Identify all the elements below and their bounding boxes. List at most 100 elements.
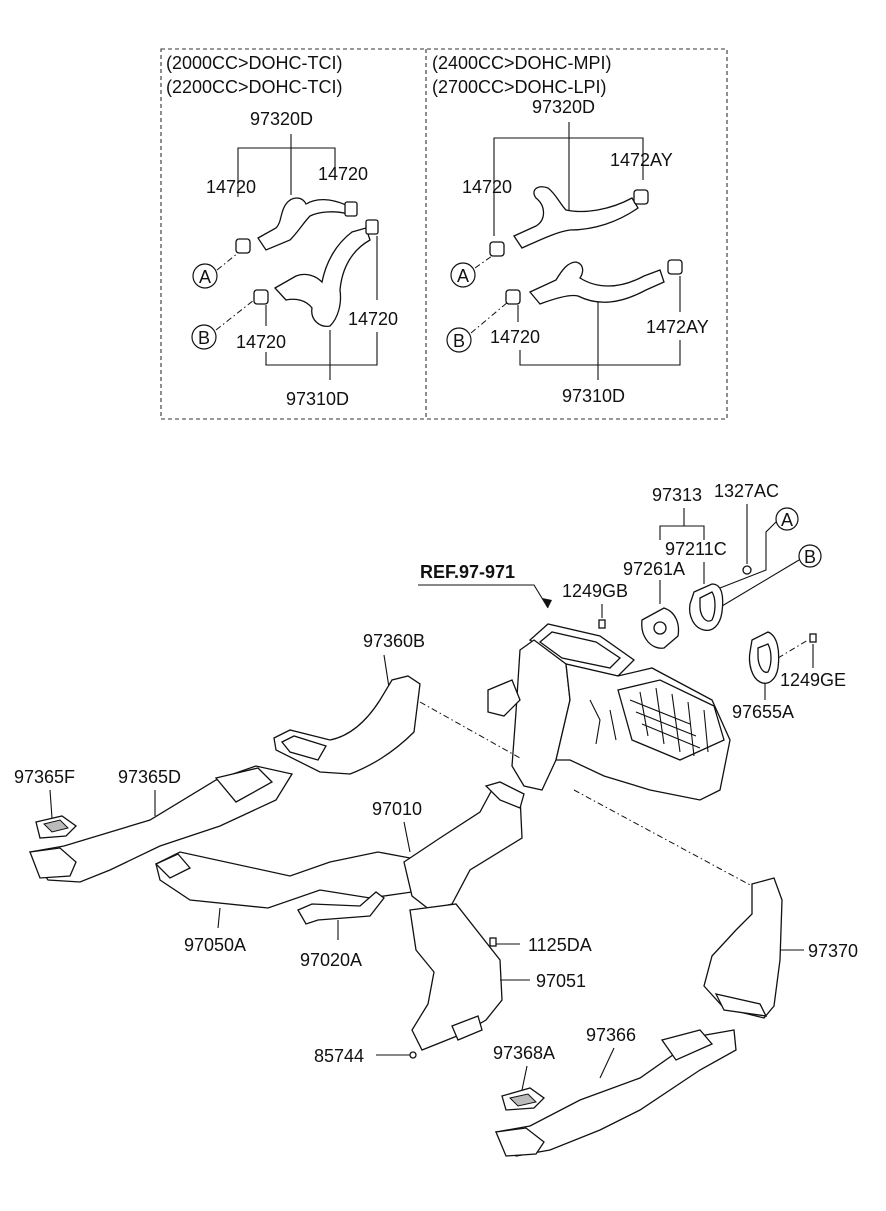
grille-97368a-fins xyxy=(509,1093,537,1107)
left-lower-hose xyxy=(273,227,371,327)
main-connector-b-label: B xyxy=(804,547,816,567)
right-lower-hose-bracket xyxy=(519,340,681,366)
right-clamp-a xyxy=(489,241,505,257)
grommet-97655a-inner xyxy=(757,643,772,673)
label-97366: 97366 xyxy=(586,1025,636,1045)
duct-97365d-connector xyxy=(214,767,274,803)
label-97010: 97010 xyxy=(372,799,422,819)
left-lower-right-clamp xyxy=(365,219,379,235)
label-97360b: 97360B xyxy=(363,631,425,651)
duct-97360b-outlet xyxy=(280,735,327,761)
right-clamp-b xyxy=(505,289,521,305)
centerline-right xyxy=(573,789,753,887)
label-97211c: 97211C xyxy=(665,539,727,559)
right-lower-hose xyxy=(528,261,665,305)
left-connector-b-label: B xyxy=(198,328,210,348)
right-lower-right-clamp xyxy=(667,259,683,275)
left-panel: (2000CC>DOHC-TCI) (2200CC>DOHC-TCI) 9732… xyxy=(166,53,398,409)
left-connector-a-label: A xyxy=(199,267,211,287)
main-connector-b-circle xyxy=(798,544,822,568)
hvac-module xyxy=(487,623,731,801)
duct-97010-top xyxy=(484,781,525,809)
right-connector-a-leader xyxy=(474,255,493,269)
screw-1249ge xyxy=(809,633,817,643)
label-1125da: 1125DA xyxy=(528,935,592,955)
clip-85744 xyxy=(409,1051,417,1059)
left-clamp-b-label: 14720 xyxy=(236,332,286,352)
leader-97368a xyxy=(521,1065,528,1091)
right-connector-b-circle xyxy=(446,327,472,353)
main-connector-a-label: A xyxy=(781,510,793,530)
left-clamp-b xyxy=(253,289,269,305)
left-connector-b-leader xyxy=(215,299,255,331)
hvac-heater-core-box xyxy=(617,679,725,761)
duct-97366-outlet xyxy=(495,1127,545,1157)
label-97051: 97051 xyxy=(536,971,586,991)
leader-97010 xyxy=(403,821,411,853)
left-upper-clamp xyxy=(344,201,358,217)
left-connector-a-leader xyxy=(216,252,239,271)
duct-97051-outlet xyxy=(451,1015,483,1041)
label-97261a: 97261A xyxy=(623,559,685,579)
right-clamp-lower-right-label: 1472AY xyxy=(646,317,709,337)
right-header-line2: (2700CC>DOHC-LPI) xyxy=(432,77,607,97)
duct-97370 xyxy=(703,877,783,1019)
duct-97365d xyxy=(28,765,294,883)
right-connector-b-label: B xyxy=(453,331,465,351)
left-upper-hose-bracket xyxy=(237,147,336,197)
main-connector-a-circle xyxy=(775,507,799,531)
label-85744: 85744 xyxy=(314,1046,364,1066)
right-header-line1: (2400CC>DOHC-MPI) xyxy=(432,53,612,73)
right-clamp-b-label: 14720 xyxy=(490,327,540,347)
left-clamp-a-label: 14720 xyxy=(206,177,256,197)
label-97368a: 97368A xyxy=(493,1043,555,1063)
duct-97365d-outlet xyxy=(29,847,77,879)
duct-97360b xyxy=(273,675,421,775)
main-connector-b-leader xyxy=(721,559,800,607)
duct-97010 xyxy=(403,785,523,911)
left-header-line1: (2000CC>DOHC-TCI) xyxy=(166,53,343,73)
hvac-duct-body xyxy=(511,639,571,791)
right-connector-a-circle xyxy=(450,262,476,288)
label-97313: 97313 xyxy=(652,485,702,505)
hvac-housing-detail xyxy=(589,699,617,745)
right-clamp-upper-right-label: 1472AY xyxy=(610,150,673,170)
main-assembly: REF.97-971 97313 1327AC 97211C 97261A A … xyxy=(14,481,858,1157)
right-panel: (2400CC>DOHC-MPI) (2700CC>DOHC-LPI) 9732… xyxy=(432,53,709,406)
label-97050a: 97050A xyxy=(184,935,246,955)
left-upper-hose-label: 97320D xyxy=(250,109,313,129)
left-upper-hose xyxy=(257,197,349,251)
right-upper-hose-label: 97320D xyxy=(532,97,595,117)
main-connector-a-leader xyxy=(719,521,777,589)
duct-97366-connector xyxy=(660,1029,714,1061)
leader-97365f xyxy=(49,789,53,819)
bracket-97313 xyxy=(659,525,705,540)
left-lower-hose-label: 97310D xyxy=(286,389,349,409)
duct-97050a-outlet xyxy=(154,853,192,879)
label-97655a: 97655A xyxy=(732,702,794,722)
ref-arrowhead xyxy=(542,598,552,608)
label-1327ac: 1327AC xyxy=(714,481,779,501)
screw-1249gb xyxy=(598,619,606,629)
duct-97366 xyxy=(494,1029,737,1157)
duct-97020a xyxy=(297,891,385,925)
seal-97261a-hole xyxy=(653,621,667,635)
left-connector-a-circle xyxy=(192,263,218,289)
label-97365f: 97365F xyxy=(14,767,75,787)
leader-97366 xyxy=(599,1047,615,1079)
label-1249ge: 1249GE xyxy=(780,670,846,690)
label-1249gb: 1249GB xyxy=(562,581,628,601)
hvac-drain-pipe xyxy=(487,679,521,717)
right-upper-clamp xyxy=(633,189,649,205)
label-97365d: 97365D xyxy=(118,767,181,787)
label-97020a: 97020A xyxy=(300,950,362,970)
left-clamp-a xyxy=(235,238,251,254)
label-97370: 97370 xyxy=(808,941,858,961)
left-clamp-upper-right-label: 14720 xyxy=(318,164,368,184)
ref-leader xyxy=(418,584,549,609)
screw-1125da xyxy=(489,937,497,947)
gasket-97211c-inner xyxy=(699,591,716,622)
right-clamp-a-label: 14720 xyxy=(462,177,512,197)
right-lower-hose-label: 97310D xyxy=(562,386,625,406)
